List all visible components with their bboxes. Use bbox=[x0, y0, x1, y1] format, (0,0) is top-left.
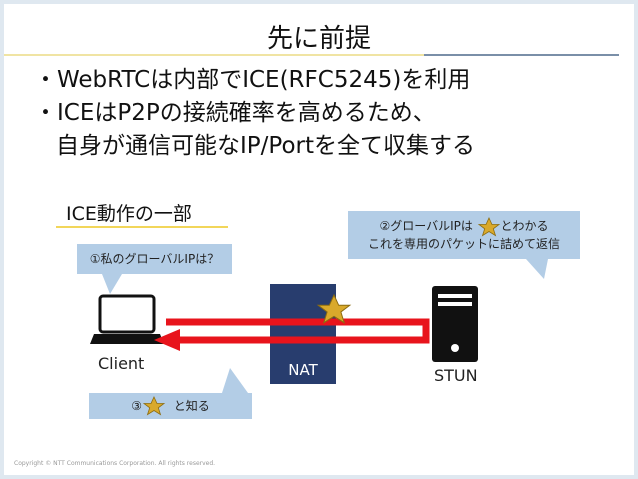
callout-step-1-pointer bbox=[102, 274, 122, 294]
callout-step-2-pointer bbox=[526, 259, 548, 279]
diagram-graphics bbox=[90, 217, 548, 416]
callout-step-2: ②グローバルIPは とわかる これを専用のパケットに詰めて返信 bbox=[348, 211, 580, 259]
callout-step-2-line-2: これを専用のパケットに詰めて返信 bbox=[367, 237, 560, 251]
slide: 先に前提 ・WebRTCは内部でICE(RFC5245)を利用 ・ICEはP2P… bbox=[4, 4, 634, 475]
callout-step-3-text-a: ③ bbox=[131, 399, 143, 413]
callout-step-1-text: ①私のグローバルIPは？ bbox=[89, 252, 220, 266]
callout-step-3-star bbox=[142, 396, 166, 416]
bullet-2-continued: 自身が通信可能なIP/Portを全て収集する bbox=[56, 133, 475, 159]
callout-step-3-pointer bbox=[222, 368, 248, 393]
nat-label: NAT bbox=[288, 361, 318, 379]
section-heading-underline bbox=[56, 226, 228, 228]
bullet-1: ・WebRTCは内部でICE(RFC5245)を利用 bbox=[34, 67, 471, 93]
server-tower-icon bbox=[432, 286, 478, 362]
return-arrow bbox=[154, 318, 430, 351]
callout-step-3: ③ と知る bbox=[89, 393, 252, 419]
client-label: Client bbox=[98, 354, 145, 373]
nat-global-ip-star bbox=[316, 293, 352, 324]
bullet-list: ・WebRTCは内部でICE(RFC5245)を利用 ・ICEはP2Pの接続確率… bbox=[34, 64, 624, 163]
nat-box bbox=[270, 284, 336, 384]
callout-step-2-text-a: ②グローバルIPは bbox=[379, 219, 473, 233]
callout-step-3-text-b: と知る bbox=[173, 399, 210, 413]
callout-step-2-text-b: とわかる bbox=[500, 219, 549, 233]
copyright-footer: Copyright © NTT Communications Corporati… bbox=[14, 460, 216, 467]
stun-label: STUN bbox=[434, 366, 478, 385]
callout-step-2-line-1: ②グローバルIPは とわかる bbox=[348, 217, 580, 235]
section-heading: ICE動作の一部 bbox=[66, 203, 192, 225]
slide-title: 先に前提 bbox=[266, 24, 371, 54]
callout-step-2-star bbox=[477, 217, 501, 237]
callout-step-1: ①私のグローバルIPは？ bbox=[77, 244, 232, 274]
bullet-2: ・ICEはP2Pの接続確率を高めるため、 bbox=[34, 100, 436, 126]
title-rule-right bbox=[424, 54, 619, 56]
title-rule-left bbox=[4, 54, 424, 56]
laptop-icon bbox=[90, 294, 164, 344]
